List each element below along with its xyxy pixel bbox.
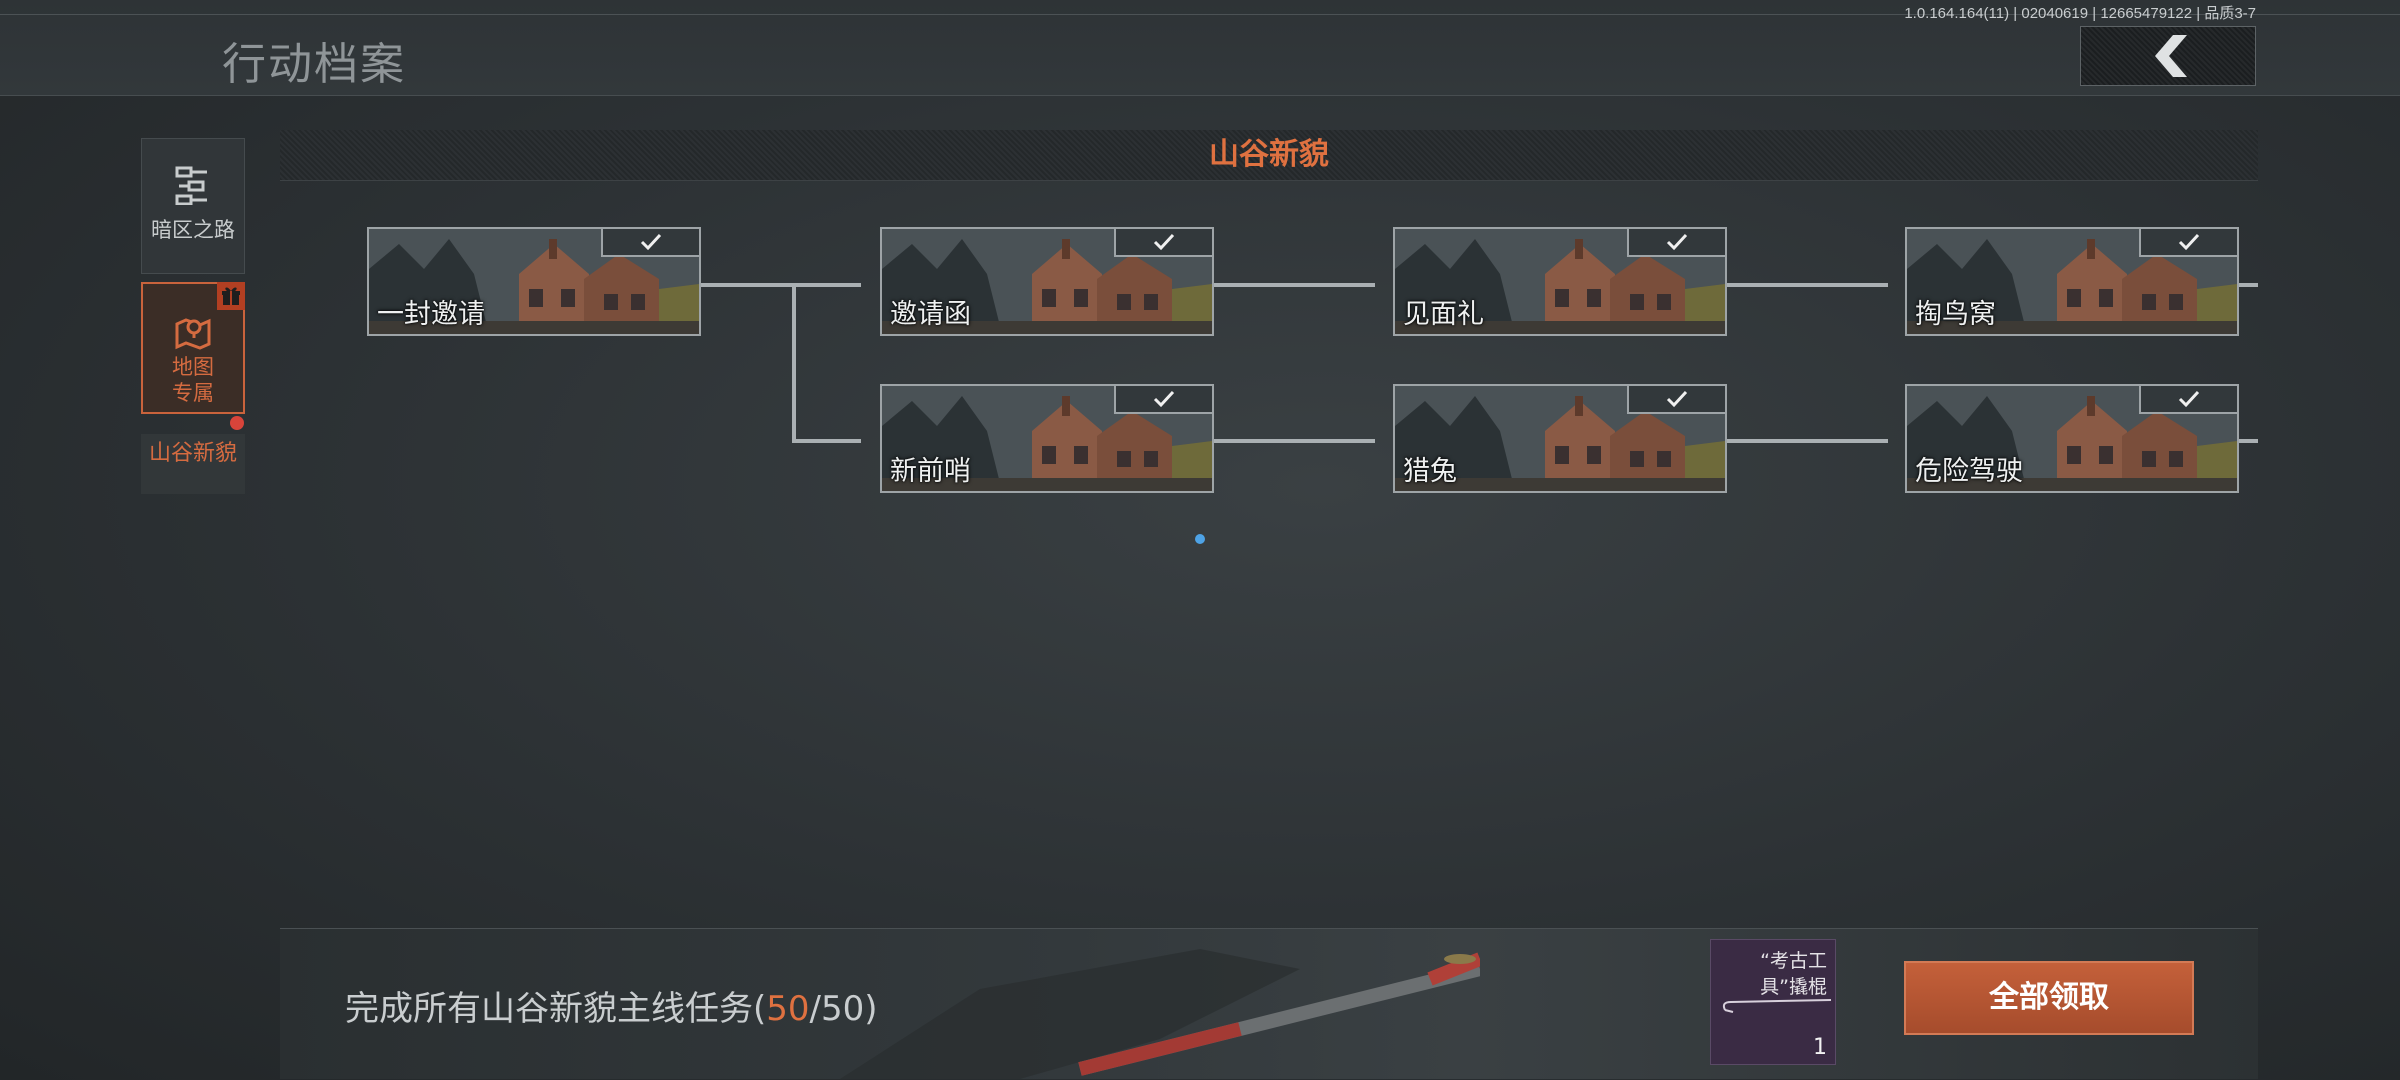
completed-check [601, 229, 699, 257]
chevron-left-icon [2155, 35, 2187, 77]
chapter-progress-text: 完成所有山谷新貌主线任务(50/50) [345, 981, 878, 1030]
build-info: 1.0.164.164(11) | 02040619 | 12665479122… [1904, 5, 2256, 22]
mission-node[interactable]: 危险驾驶 [1905, 384, 2239, 493]
completed-check [2139, 386, 2237, 414]
notification-dot [230, 416, 244, 430]
connector-line [701, 283, 861, 287]
mission-thumbnail [882, 386, 1212, 491]
progress-separator: / [809, 989, 821, 1029]
mission-node[interactable]: 见面礼 [1393, 227, 1727, 336]
progress-prefix: 完成所有山谷新貌主线任务( [345, 989, 767, 1029]
progress-suffix: ) [864, 989, 878, 1029]
top-bar: 行动档案 1.0.164.164(11) | 02040619 | 126654… [0, 0, 2400, 96]
progress-total: 50 [821, 989, 865, 1029]
check-icon [1666, 233, 1688, 251]
connector-line [2238, 439, 2258, 443]
connector-line [1213, 283, 1375, 287]
completed-check [2139, 229, 2237, 257]
claim-all-button[interactable]: 全部领取 [1904, 961, 2194, 1035]
panel-title: 山谷新貌 [280, 130, 2258, 181]
page-title: 行动档案 [222, 39, 406, 90]
sidebar-item-road[interactable]: 暗区之路 [141, 138, 245, 274]
connector-line [792, 439, 861, 443]
completed-check [1627, 386, 1725, 414]
sidebar-item-label: 暗区之路 [151, 218, 235, 242]
top-divider [0, 14, 2400, 15]
check-icon [2178, 390, 2200, 408]
completed-check [1627, 229, 1725, 257]
completed-check [1114, 386, 1212, 414]
reward-quantity: 1 [1813, 1035, 1827, 1060]
check-icon [1153, 233, 1175, 251]
check-icon [2178, 233, 2200, 251]
mission-node[interactable]: 新前哨 [880, 384, 1214, 493]
connector-line [1213, 439, 1375, 443]
crowbar-illustration [840, 949, 1480, 1079]
chapter-reward-bar: 完成所有山谷新貌主线任务(50/50) “考古工具”撬棍 1 全部领取 [280, 928, 2258, 1079]
check-icon [640, 233, 662, 251]
sidebar-current-chapter[interactable]: 山谷新貌 [141, 434, 245, 494]
check-icon [1666, 390, 1688, 408]
gift-icon [217, 282, 245, 310]
mission-label: 邀请函 [890, 299, 971, 330]
connector-line [1726, 439, 1888, 443]
sidebar-item-map-exclusive[interactable]: 地图 专属 [141, 282, 245, 414]
reward-name: “考古工具”撬棍 [1760, 950, 1827, 998]
mission-node[interactable]: 掏鸟窝 [1905, 227, 2239, 336]
route-icon [175, 166, 207, 206]
chapter-panel: 山谷新貌 一封邀请 [280, 130, 2258, 930]
connector-line [2238, 283, 2258, 287]
cursor-indicator [1195, 534, 1205, 544]
reward-item[interactable]: “考古工具”撬棍 1 [1710, 939, 1836, 1065]
mission-label: 危险驾驶 [1915, 456, 2023, 487]
mission-label: 见面礼 [1403, 299, 1484, 330]
sidebar-item-label: 地图 [172, 355, 214, 379]
connector-line [1726, 283, 1888, 287]
check-icon [1153, 390, 1175, 408]
progress-done: 50 [766, 989, 810, 1029]
mission-label: 猎兔 [1403, 456, 1457, 487]
mission-label: 新前哨 [890, 456, 971, 487]
sidebar-item-label: 专属 [172, 381, 214, 405]
map-pin-icon [175, 318, 211, 350]
mission-thumbnail [1395, 229, 1725, 334]
connector-line [792, 283, 796, 443]
mission-node[interactable]: 猎兔 [1393, 384, 1727, 493]
mission-label: 掏鸟窝 [1915, 299, 1996, 330]
mission-node[interactable]: 一封邀请 [367, 227, 701, 336]
back-button[interactable] [2080, 26, 2256, 86]
crowbar-icon [1722, 999, 1832, 1013]
completed-check [1114, 229, 1212, 257]
mission-node[interactable]: 邀请函 [880, 227, 1214, 336]
mission-label: 一封邀请 [377, 299, 485, 330]
